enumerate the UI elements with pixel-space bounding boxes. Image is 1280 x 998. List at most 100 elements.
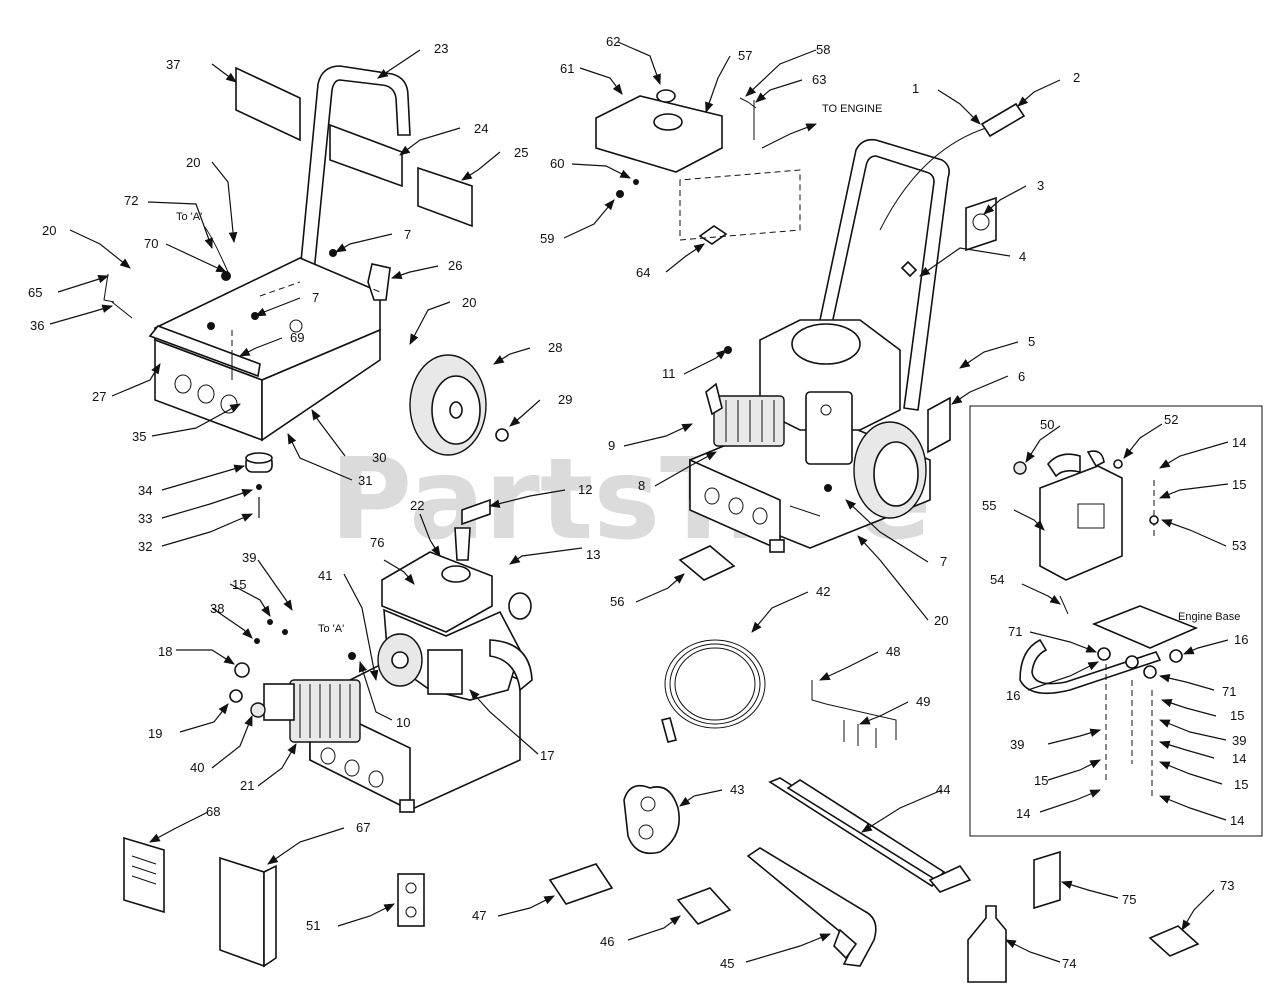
callout-74: 74 [1062,956,1076,971]
note-to-a-top: To 'A' [176,211,202,223]
callout-9: 9 [608,438,615,453]
callout-12: 12 [578,482,592,497]
callout-42: 42 [816,584,830,599]
callout-39-a: 39 [242,550,256,565]
callout-23: 23 [434,41,448,56]
callout-72: 72 [124,193,138,208]
callout-71-a: 71 [1008,624,1022,639]
callout-14-c: 14 [1016,806,1030,821]
callout-73: 73 [1220,878,1234,893]
callout-50: 50 [1040,417,1054,432]
callout-55: 55 [982,498,996,513]
callout-15-e: 15 [1034,773,1048,788]
callout-71-b: 71 [1222,684,1236,699]
callout-20-d: 20 [934,613,948,628]
callout-leaders [49,41,1229,963]
callout-28: 28 [548,340,562,355]
callout-53: 53 [1232,538,1246,553]
callout-70: 70 [144,236,158,251]
callout-61: 61 [560,61,574,76]
callout-5: 5 [1028,334,1035,349]
callout-64: 64 [636,265,650,280]
callout-32: 32 [138,539,152,554]
callout-1: 1 [912,81,919,96]
callout-22: 22 [410,498,424,513]
callout-39-b: 39 [1010,737,1024,752]
callout-15-a: 15 [232,577,246,592]
callout-16-b: 16 [1006,688,1020,703]
note-to-a-bottom: To 'A' [318,623,344,635]
callout-labels: 1 2 3 4 5 6 7 7 7 8 9 10 11 12 13 14 14 … [28,34,1248,971]
callout-29: 29 [558,392,572,407]
note-engine-base: Engine Base [1178,611,1240,623]
callout-47: 47 [472,908,486,923]
callout-18: 18 [158,644,172,659]
callout-48: 48 [886,644,900,659]
callout-25: 25 [514,145,528,160]
callout-43: 43 [730,782,744,797]
callout-76: 76 [370,535,384,550]
callout-56: 56 [610,594,624,609]
callout-46: 46 [600,934,614,949]
callout-14-a: 14 [1232,435,1246,450]
callout-54: 54 [990,572,1004,587]
callout-67: 67 [356,820,370,835]
callout-65: 65 [28,285,42,300]
callout-36: 36 [30,318,44,333]
callout-26: 26 [448,258,462,273]
callout-57: 57 [738,48,752,63]
decal-25 [417,166,473,228]
fuel-tank-assembly [595,89,801,245]
decal-37 [235,66,301,142]
engine-base-inset [969,405,1263,837]
diagram-notes: TO ENGINE To 'A' To 'A' Engine Base [176,103,1240,635]
callout-24: 24 [474,121,488,136]
callout-38: 38 [210,601,224,616]
callout-14-b: 14 [1232,751,1246,766]
callout-40: 40 [190,760,204,775]
loose-parts [123,545,1200,983]
callout-10: 10 [396,715,410,730]
callout-14-d: 14 [1230,813,1244,828]
callout-51: 51 [306,918,320,933]
callout-41: 41 [318,568,332,583]
callout-16-a: 16 [1234,632,1248,647]
callout-7-b: 7 [312,290,319,305]
callout-2: 2 [1073,70,1080,85]
callout-34: 34 [138,483,152,498]
callout-19: 19 [148,726,162,741]
callout-49: 49 [916,694,930,709]
callout-6: 6 [1018,369,1025,384]
callout-68: 68 [206,804,220,819]
callout-15-d: 15 [1234,777,1248,792]
callout-52: 52 [1164,412,1178,427]
note-to-engine: TO ENGINE [822,103,882,115]
callout-7-a: 7 [404,227,411,242]
callout-63: 63 [812,72,826,87]
callout-11: 11 [662,366,676,381]
callout-69: 69 [290,330,304,345]
callout-20-b: 20 [42,223,56,238]
callout-20-c: 20 [462,295,476,310]
callout-37: 37 [166,57,180,72]
callout-20-a: 20 [186,155,200,170]
callout-45: 45 [720,956,734,971]
assembled-unit [689,102,1026,553]
callout-27: 27 [92,389,106,404]
callout-39-c: 39 [1232,733,1246,748]
callout-4: 4 [1019,249,1026,264]
callout-35: 35 [132,429,146,444]
callout-7-c: 7 [940,554,947,569]
callout-44: 44 [936,782,950,797]
decal-24 [329,123,403,188]
callout-3: 3 [1037,178,1044,193]
callout-75: 75 [1122,892,1136,907]
callout-58: 58 [816,42,830,57]
callout-30: 30 [372,450,386,465]
callout-31: 31 [358,473,372,488]
callout-62: 62 [606,34,620,49]
callout-59: 59 [540,231,554,246]
callout-60: 60 [550,156,564,171]
callout-8: 8 [638,478,645,493]
